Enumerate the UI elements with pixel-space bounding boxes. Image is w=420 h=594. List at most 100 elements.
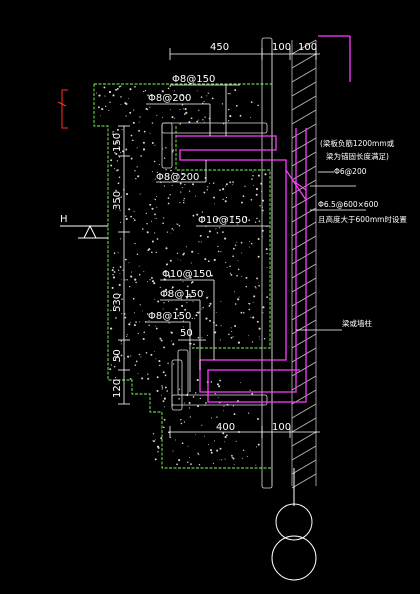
stipple-dot [191, 317, 193, 320]
stipple-dot [176, 173, 179, 176]
stipple-dot [158, 359, 161, 363]
stipple-dot [114, 168, 115, 170]
stipple-dot [108, 109, 110, 111]
hatch-line [291, 431, 317, 447]
stipple-dot [229, 272, 232, 274]
stipple-dot [160, 394, 162, 396]
stipple-dot [113, 271, 116, 273]
stipple-dot [155, 358, 157, 360]
stipple-dot [238, 296, 240, 298]
stipple-dot [135, 177, 137, 180]
stipple-dot [119, 85, 122, 87]
stipple-dot [249, 389, 251, 391]
dim-inner-50: 50 [180, 328, 193, 339]
stipple-dot [121, 150, 125, 153]
stipple-dot [205, 402, 207, 404]
stipple-dot [217, 245, 219, 248]
stipple-dot [188, 190, 191, 192]
stipple-dot [111, 269, 114, 272]
stipple-dot [179, 182, 182, 185]
stipple-dot [187, 285, 189, 288]
stipple-dot [257, 174, 260, 177]
stipple-dot [234, 89, 237, 92]
stipple-dot [112, 273, 114, 276]
stipple-dot [98, 94, 101, 97]
stipple-dot [130, 157, 133, 160]
stipple-dot [154, 217, 156, 219]
stipple-dot [209, 183, 210, 184]
stipple-dot [143, 331, 145, 334]
dim-left-350: 350 [112, 191, 123, 210]
stipple-dot [156, 171, 158, 174]
stipple-dot [110, 159, 113, 162]
stipple-dot [254, 286, 256, 288]
stipple-dot [183, 199, 185, 201]
stipple-dot [234, 303, 237, 305]
stipple-dot [118, 283, 121, 286]
stipple-dot [175, 439, 177, 441]
stipple-dot [156, 196, 157, 197]
stipple-dot [232, 405, 234, 407]
stipple-dot [216, 232, 219, 234]
stipple-dot [193, 343, 195, 346]
hatch-line [291, 403, 317, 419]
stipple-dot [192, 301, 194, 303]
stipple-dot [183, 402, 185, 404]
stipple-dot [147, 94, 149, 97]
stipple-dot [180, 419, 182, 421]
stipple-dot [244, 185, 246, 187]
stipple-dot [130, 275, 133, 278]
stipple-dot [171, 184, 173, 186]
stipple-dot [132, 297, 135, 300]
stipple-dot [223, 410, 225, 412]
stipple-dot [248, 334, 250, 336]
stipple-dot [192, 294, 194, 296]
stipple-dot [208, 230, 211, 233]
stipple-dot [156, 445, 160, 448]
stipple-dot [146, 222, 148, 225]
stipple-dot [240, 311, 243, 314]
stipple-dot [209, 302, 212, 305]
stipple-dot [178, 289, 180, 291]
stipple-dot [179, 123, 181, 125]
level-mark [60, 224, 108, 239]
stipple-dot [130, 355, 132, 357]
stipple-dot [109, 368, 112, 371]
stipple-dot [146, 281, 148, 283]
stipple-dot [116, 355, 119, 358]
stipple-dot [206, 189, 209, 191]
stipple-dot [210, 381, 213, 383]
stipple-dot [130, 215, 133, 218]
stipple-dot [192, 214, 195, 217]
stipple-dot [235, 104, 238, 107]
stipple-dot [240, 241, 243, 244]
stipple-dot [119, 156, 121, 158]
stipple-dot [112, 276, 116, 279]
stipple-dot [173, 363, 175, 365]
stipple-dot [180, 190, 182, 192]
dim-top-450: 450 [210, 42, 229, 53]
stipple-dot [232, 457, 235, 460]
stipple-dot [171, 228, 173, 230]
stipple-dot [115, 88, 118, 91]
stipple-dot [242, 195, 245, 198]
stipple-dot [147, 373, 149, 375]
stipple-dot [161, 387, 163, 389]
stipple-dot [242, 449, 245, 451]
stipple-dot [133, 217, 135, 220]
rebar-label-phi65-600: Φ6.5@600×600 [318, 200, 378, 209]
stipple-dot [215, 228, 217, 230]
stipple-dot [171, 116, 174, 119]
stipple-dot [245, 276, 248, 279]
pipe-symbols [271, 468, 317, 581]
stipple-dot [216, 217, 219, 220]
stipple-dot [116, 128, 119, 131]
stipple-dot [214, 392, 216, 395]
stipple-dot [151, 142, 154, 144]
stipple-dot [116, 87, 119, 90]
stipple-dot [186, 175, 187, 177]
stipple-dot [170, 331, 172, 333]
stipple-dot [204, 116, 206, 118]
stipple-dot [180, 298, 182, 300]
